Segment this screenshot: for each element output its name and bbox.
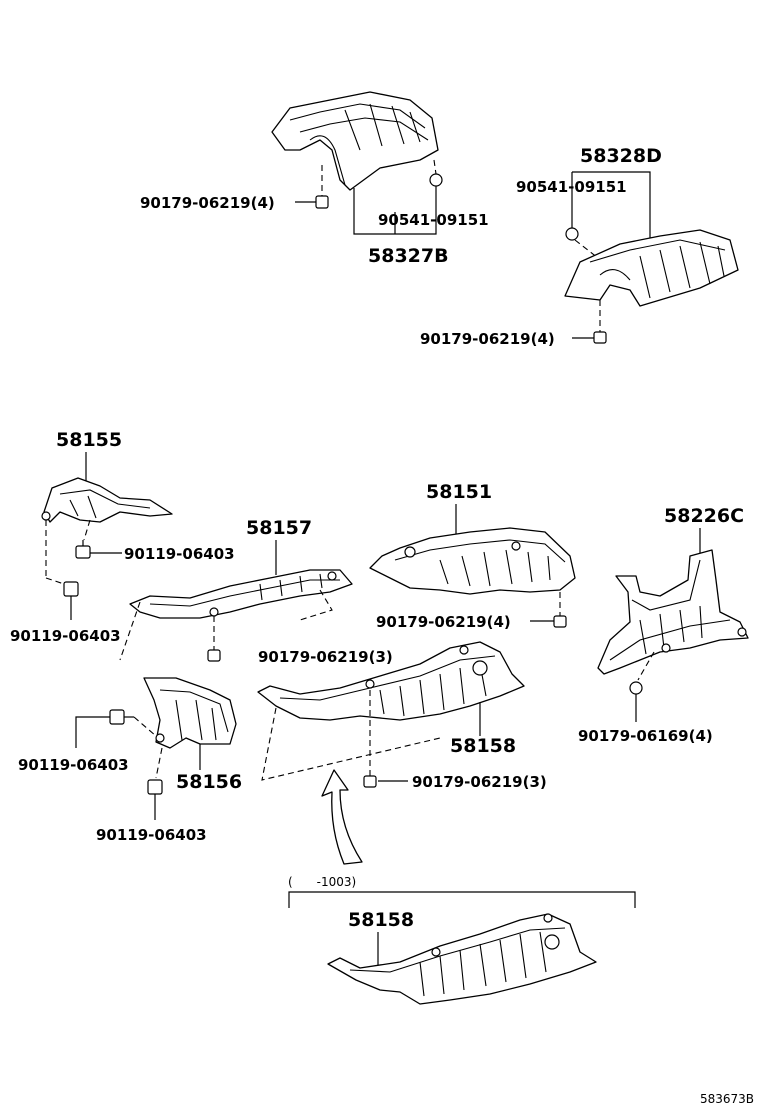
leader-dashed <box>133 716 157 737</box>
label-58158-main[interactable]: 58158 <box>450 735 516 757</box>
label-90541-09151-top-left: 90541-09151 <box>378 211 489 229</box>
nut-icon <box>629 681 643 695</box>
drawing-id: 583673B <box>700 1092 754 1106</box>
label-90119-06403-b: 90119-06403 <box>10 627 121 645</box>
label-90119-06403-c: 90119-06403 <box>18 756 129 774</box>
leader-dashed <box>433 159 437 175</box>
label-90179-06169: 90179-06169(4) <box>578 727 713 745</box>
label-90179-06219-top-left: 90179-06219(4) <box>140 194 275 212</box>
leader-dashed <box>637 651 655 681</box>
label-90179-06219-mid-center: 90179-06219(3) <box>258 648 393 666</box>
leader-dashed <box>83 519 91 541</box>
part-58156-shape[interactable] <box>143 677 237 749</box>
label-58158-variant[interactable]: 58158 <box>348 909 414 931</box>
bolt-icon <box>109 709 134 725</box>
part-58155-shape[interactable] <box>41 477 173 523</box>
bolt-icon <box>147 779 163 804</box>
range-bracket <box>288 891 636 908</box>
bolt-icon <box>63 581 79 606</box>
leader-dashed <box>155 747 163 779</box>
part-58226C-shape[interactable] <box>597 549 749 675</box>
leader-line <box>75 716 110 748</box>
part-58328D-shape[interactable] <box>564 229 739 307</box>
label-58157[interactable]: 58157 <box>246 517 312 539</box>
bolt-icon <box>75 540 91 559</box>
label-58156[interactable]: 58156 <box>176 771 242 793</box>
part-58327B-shape[interactable] <box>271 91 439 191</box>
nut-icon <box>207 649 221 662</box>
part-58151-shape[interactable] <box>369 527 576 595</box>
label-90541-09151-top-right: 90541-09151 <box>516 178 627 196</box>
part-58158-shape-main[interactable] <box>257 641 525 721</box>
part-58158-shape-variant[interactable] <box>327 913 597 1005</box>
nut-icon <box>593 331 607 344</box>
leader-line <box>572 171 651 240</box>
label-90179-06219-mid-right: 90179-06219(4) <box>376 613 511 631</box>
nut-icon <box>553 615 567 628</box>
label-90119-06403-d: 90119-06403 <box>96 826 207 844</box>
range-note: ( -1003) <box>288 875 356 889</box>
leader-dashed <box>261 707 441 781</box>
label-58327B[interactable]: 58327B <box>368 245 449 267</box>
label-58226C[interactable]: 58226C <box>664 505 744 527</box>
label-90179-06219-top-right: 90179-06219(4) <box>420 330 555 348</box>
part-58157-shape[interactable] <box>129 569 353 619</box>
nut-icon <box>565 227 579 241</box>
label-90179-06219-lower: 90179-06219(3) <box>412 773 547 791</box>
nut-icon <box>429 173 443 187</box>
label-90119-06403-a: 90119-06403 <box>124 545 235 563</box>
arrow-up-icon <box>321 769 363 865</box>
nut-icon <box>363 775 377 788</box>
leader-dashed <box>119 589 333 661</box>
nut-icon <box>315 195 329 209</box>
label-58151[interactable]: 58151 <box>426 481 492 503</box>
label-58328D[interactable]: 58328D <box>580 145 662 167</box>
label-58155[interactable]: 58155 <box>56 429 122 451</box>
